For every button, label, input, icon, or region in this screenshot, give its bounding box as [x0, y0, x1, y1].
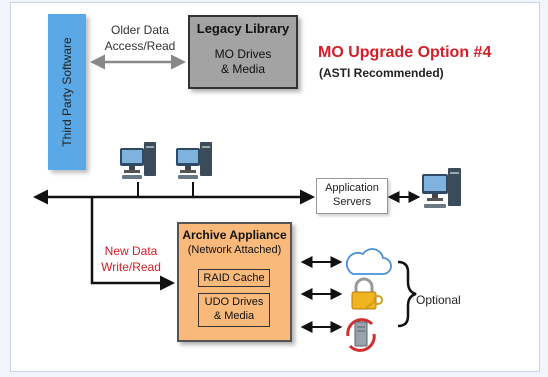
diagram-title: MO Upgrade Option #4	[318, 44, 492, 61]
application-servers-line2: Servers	[333, 196, 371, 208]
legacy-library-title: Legacy Library	[196, 21, 290, 36]
access-read-label: Access/Read	[104, 39, 176, 53]
application-servers-box: Application Servers	[316, 178, 388, 214]
write-read-label: Write/Read	[101, 260, 161, 274]
diagram-subtitle: (ASTI Recommended)	[319, 66, 444, 80]
cloud-icon	[345, 248, 392, 275]
application-servers-line1: Application	[325, 182, 379, 194]
legacy-library-box: Legacy Library MO Drives & Media	[188, 15, 298, 89]
optional-brace	[397, 260, 417, 328]
archive-appliance-box: Archive Appliance (Network Attached) RAI…	[177, 222, 292, 342]
udo-drives-line1: UDO Drives	[204, 296, 264, 308]
new-data-label: New Data	[104, 244, 158, 258]
archive-appliance-title: Archive Appliance	[182, 228, 287, 242]
computer-icon	[422, 168, 461, 208]
key-lock-icon	[351, 277, 383, 310]
third-party-software-box: Third Party Software	[48, 14, 86, 170]
udo-drives-line2: & Media	[213, 310, 255, 322]
computer-icon	[176, 142, 212, 179]
new-data-path	[90, 197, 175, 291]
server-sync-icon	[346, 318, 376, 352]
legacy-library-line2: & Media	[220, 62, 266, 76]
archive-appliance-subtitle: (Network Attached)	[187, 244, 282, 256]
computer-icon	[120, 142, 156, 179]
older-data-label: Older Data	[110, 23, 170, 37]
optional-label: Optional	[416, 293, 461, 307]
legacy-library-line1: MO Drives	[214, 47, 272, 61]
raid-cache-box: RAID Cache	[198, 269, 270, 287]
udo-drives-box: UDO Drives & Media	[198, 293, 270, 327]
